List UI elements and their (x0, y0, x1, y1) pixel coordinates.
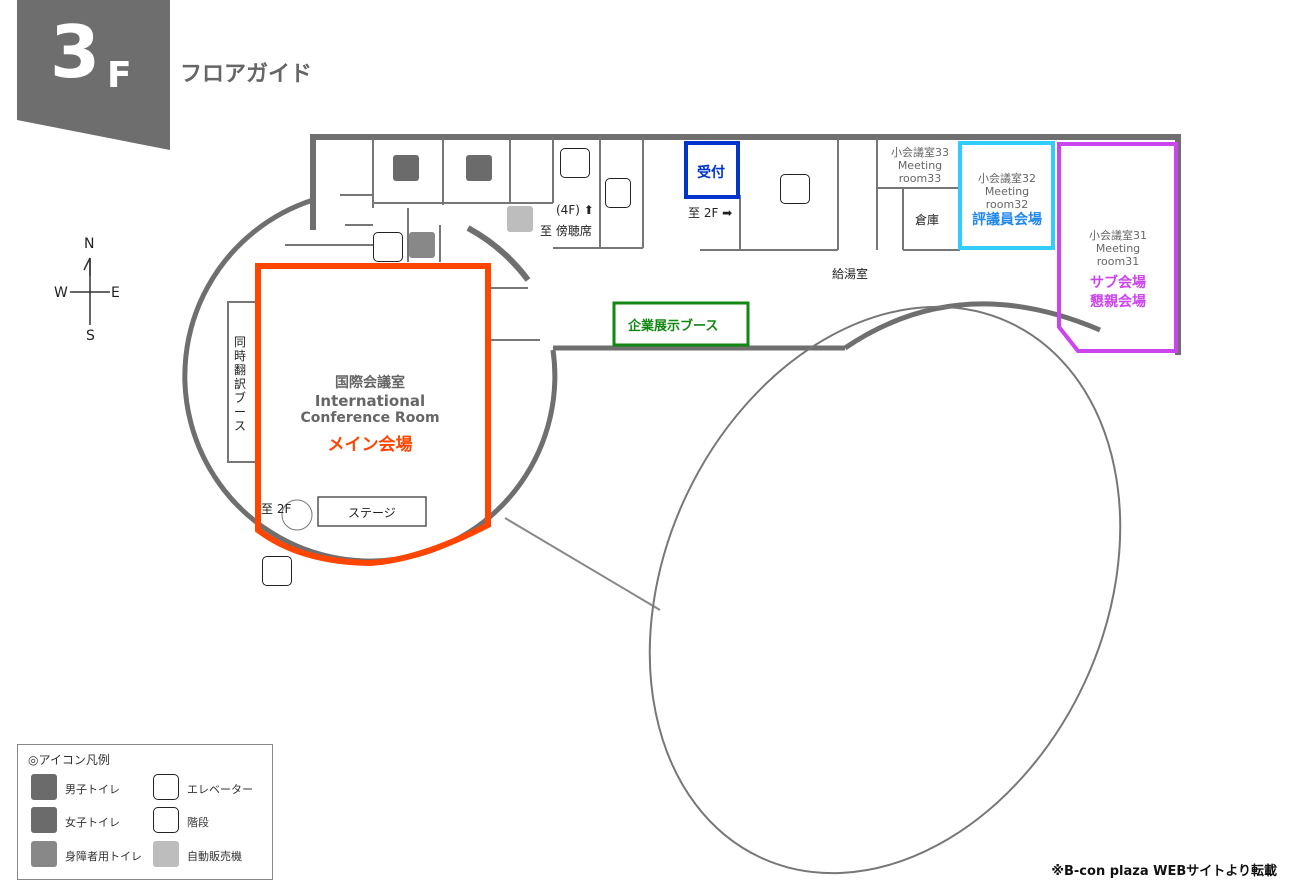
source-credit: ※B-con plaza WEBサイトより転載 (1051, 864, 1277, 879)
to-2f-left: 至 2F (261, 502, 292, 516)
kitchen-label: 給湯室 (832, 267, 869, 281)
womens-toilet-icon (466, 155, 492, 181)
room32-outline (958, 141, 1055, 250)
legend-title: ◎アイコン凡例 (28, 753, 110, 767)
floor-suffix: F (107, 55, 132, 96)
accessible-toilet-icon (31, 841, 57, 867)
stairs-icon (780, 174, 810, 204)
interior-walls (227, 137, 960, 611)
exhibition-outline (612, 301, 750, 347)
elevator-icon (153, 774, 179, 800)
stairs-icon (560, 148, 590, 178)
accessible-toilet-icon (409, 232, 435, 258)
atrium-ellipse (648, 305, 1122, 875)
exhibition-label: 企業展示ブース (628, 319, 719, 334)
elevator-icon (605, 178, 631, 208)
legend-item: 男子トイレ (65, 783, 120, 796)
vending-machine-icon (507, 206, 533, 232)
reception-label: 受付 (697, 165, 725, 181)
mens-toilet-icon (393, 155, 419, 181)
womens-toilet-icon (31, 807, 57, 833)
stage-label: ステージ (348, 506, 396, 520)
intl-room-label: 国際会議室 International Conference Room メイン会… (300, 375, 440, 455)
stage-box (317, 496, 427, 527)
reception-outline (684, 141, 740, 199)
legend-item: 自動販売機 (187, 850, 242, 863)
stairs-icon (153, 807, 179, 833)
compass-e: E (111, 285, 120, 301)
to-gallery: 至 傍聴席 (540, 224, 592, 238)
legend-item: 女子トイレ (65, 816, 120, 829)
compass-n: N (84, 236, 95, 252)
compass-s: S (86, 328, 95, 344)
compass-icon (70, 257, 110, 325)
icon-legend: ◎アイコン凡例 男子トイレ 女子トイレ 身障者用トイレ エレベーター 階段 自動… (17, 744, 273, 880)
compass-w: W (54, 285, 68, 301)
legend-item: 身障者用トイレ (65, 850, 142, 863)
to-2f-right: 至 2F ➡ (688, 206, 733, 220)
room31-outline (1057, 142, 1178, 353)
main-hall-outline (255, 263, 491, 567)
legend-item: エレベーター (187, 783, 253, 796)
stairs-icon (262, 556, 292, 586)
page-title: フロアガイド (180, 62, 313, 87)
vending-machine-icon (153, 841, 179, 867)
mens-toilet-icon (31, 774, 57, 800)
floor-number: 3 (50, 10, 101, 94)
storage-label: 倉庫 (915, 213, 940, 227)
floor-badge (17, 0, 170, 150)
legend-item: 階段 (187, 816, 209, 829)
interpretation-booth-label: 同時翻訳ブース (234, 335, 247, 433)
stairs-icon (373, 232, 403, 262)
to-4f: (4F) ⬆ (556, 203, 594, 217)
spiral-stair (281, 499, 313, 531)
